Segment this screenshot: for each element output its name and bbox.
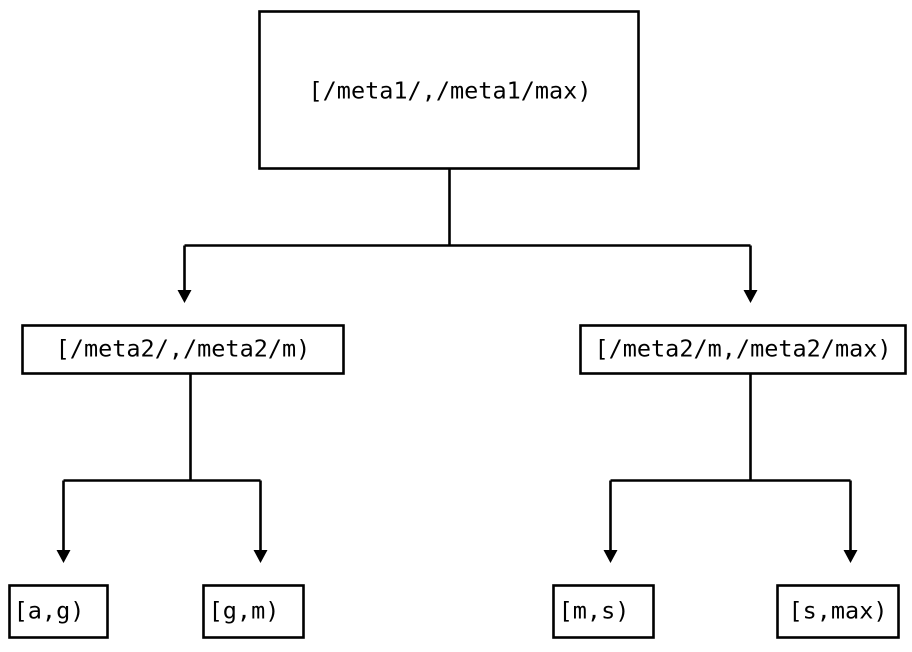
node-leaf-2-box[interactable] <box>202 584 305 639</box>
node-leaf-3[interactable]: [m,s) <box>552 584 655 639</box>
edge-root-to-mid-right <box>743 245 758 303</box>
node-root-label: [/meta1/,/meta1/max) <box>309 77 592 105</box>
node-root-box[interactable] <box>258 10 640 170</box>
arrowhead-icon-mid-left <box>177 290 192 303</box>
node-leaf-1-label: [a,g) <box>14 597 85 625</box>
node-leaf-4-box[interactable] <box>776 584 900 639</box>
node-mid-right[interactable]: [/meta2/m,/meta2/max) <box>579 324 907 375</box>
node-leaf-2-label: [g,m) <box>209 597 280 625</box>
node-mid-left-label: [/meta2/,/meta2/m) <box>56 335 311 363</box>
node-leaf-3-label: [m,s) <box>559 597 630 625</box>
node-leaf-4[interactable]: [s,max) <box>776 584 900 639</box>
arrowhead-icon-leaf-3 <box>603 550 618 563</box>
arrowhead-icon-leaf-1 <box>56 550 71 563</box>
edge-mid-left-to-leaves <box>56 373 268 563</box>
edge-mid-right-to-leaves <box>603 373 858 563</box>
node-mid-left[interactable]: [/meta2/,/meta2/m) <box>21 324 345 375</box>
node-leaf-1[interactable]: [a,g) <box>8 584 109 639</box>
node-mid-left-box[interactable] <box>21 324 345 375</box>
node-mid-right-box[interactable] <box>579 324 907 375</box>
node-leaf-2[interactable]: [g,m) <box>202 584 305 639</box>
node-leaf-3-box[interactable] <box>552 584 655 639</box>
arrowhead-icon-leaf-2 <box>253 550 268 563</box>
node-leaf-4-label: [s,max) <box>788 597 887 625</box>
arrowhead-icon-mid-right <box>743 290 758 303</box>
node-leaf-1-box[interactable] <box>8 584 109 639</box>
node-root[interactable]: [/meta1/,/meta1/max) <box>258 10 640 170</box>
edge-root-to-mid-left <box>177 168 751 303</box>
node-mid-right-label: [/meta2/m,/meta2/max) <box>594 335 891 363</box>
arrowhead-icon-leaf-4 <box>843 550 858 563</box>
